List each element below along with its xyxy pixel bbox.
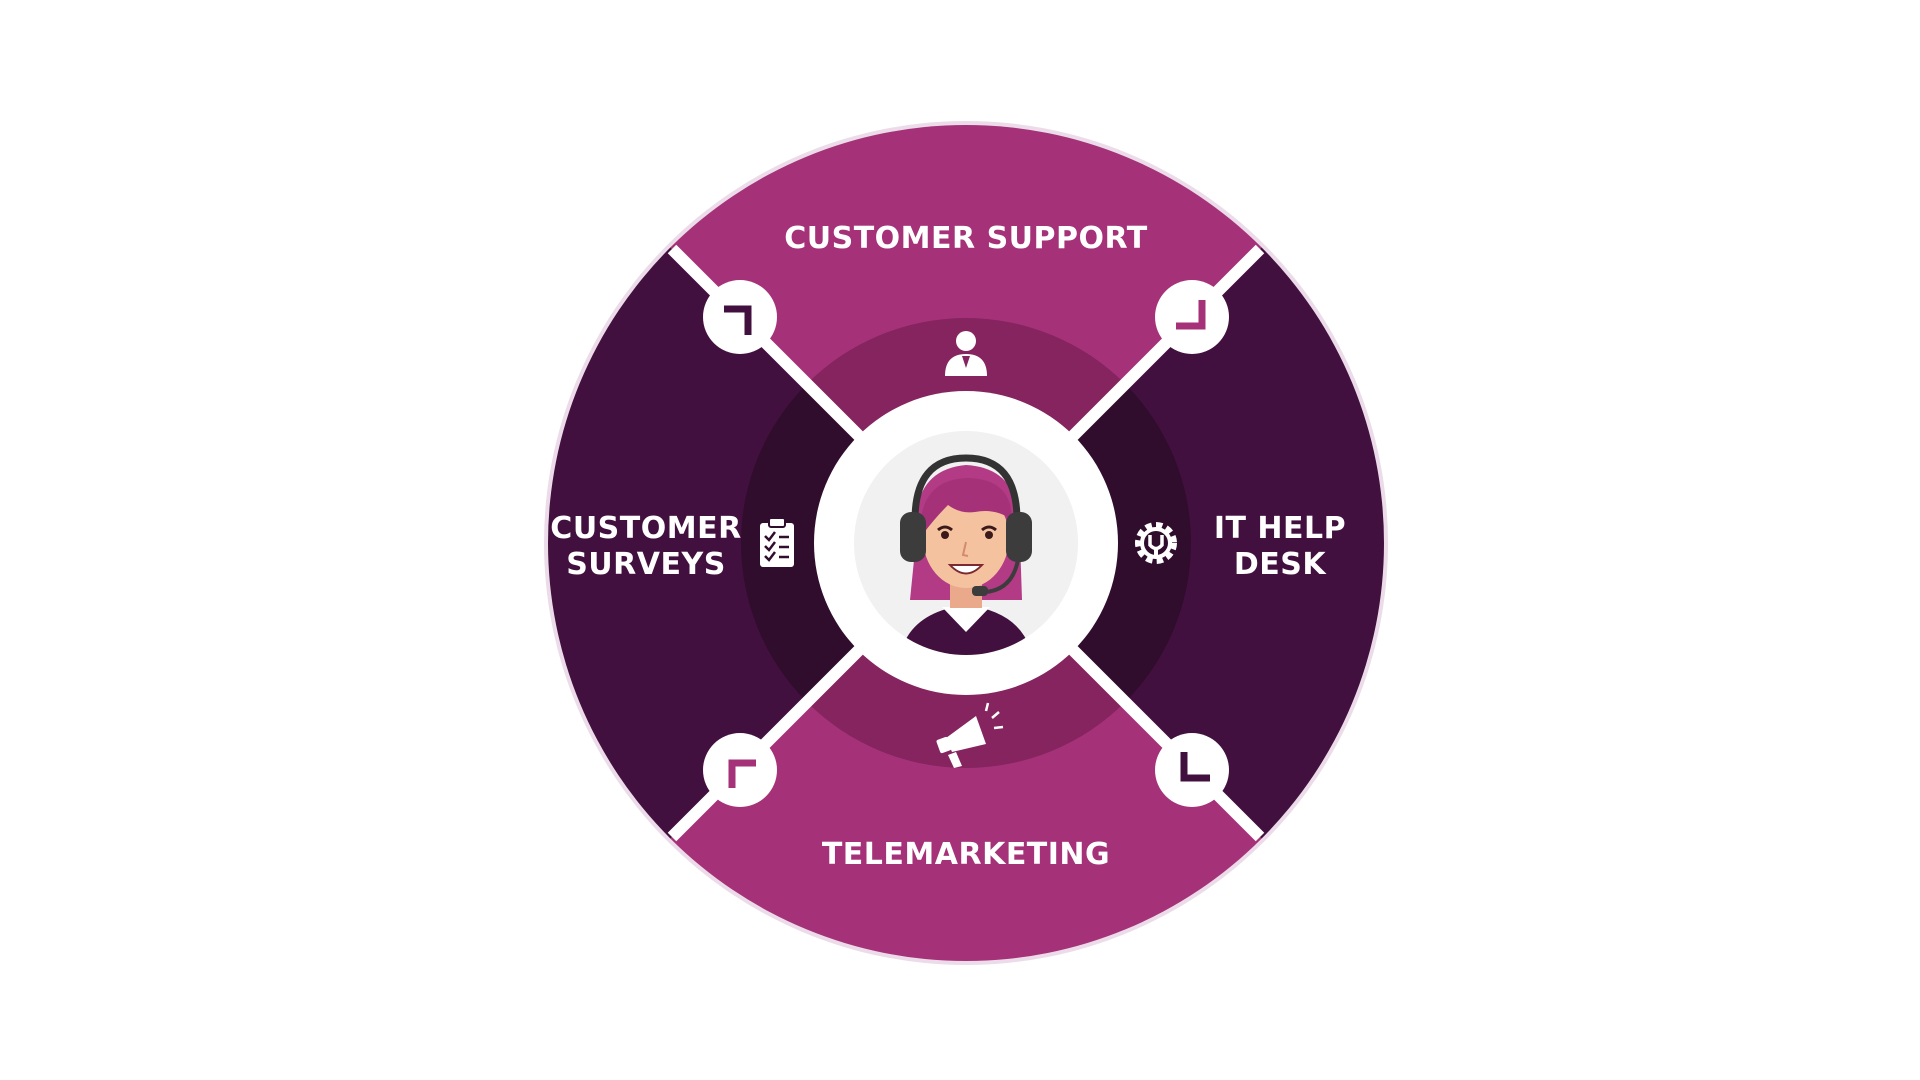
person-icon (945, 331, 987, 376)
call-center-agent-avatar (900, 454, 1032, 655)
segment-label-left-line1: CUSTOMER (550, 511, 741, 546)
connector-bottom-left (703, 733, 777, 807)
segment-label-right-line1: IT HELP (1214, 511, 1346, 546)
megaphone-icon (936, 702, 1004, 768)
connector-bottom-right (1155, 733, 1229, 807)
gear-wrench-icon (1135, 522, 1177, 564)
corner-arrow-icon (724, 305, 752, 335)
segment-label-left-line2: SURVEYS (566, 547, 726, 582)
segment-label-bottom: TELEMARKETING (822, 837, 1110, 872)
segment-label-top: CUSTOMER SUPPORT (784, 221, 1148, 256)
corner-arrow-icon (1180, 752, 1210, 782)
clipboard-checklist-icon (760, 517, 794, 567)
corner-arrow-icon (1176, 300, 1206, 330)
segment-label-right-line2: DESK (1234, 547, 1328, 582)
connector-top-left (703, 280, 777, 354)
corner-arrow-icon (728, 759, 756, 788)
connector-top-right (1155, 280, 1229, 354)
